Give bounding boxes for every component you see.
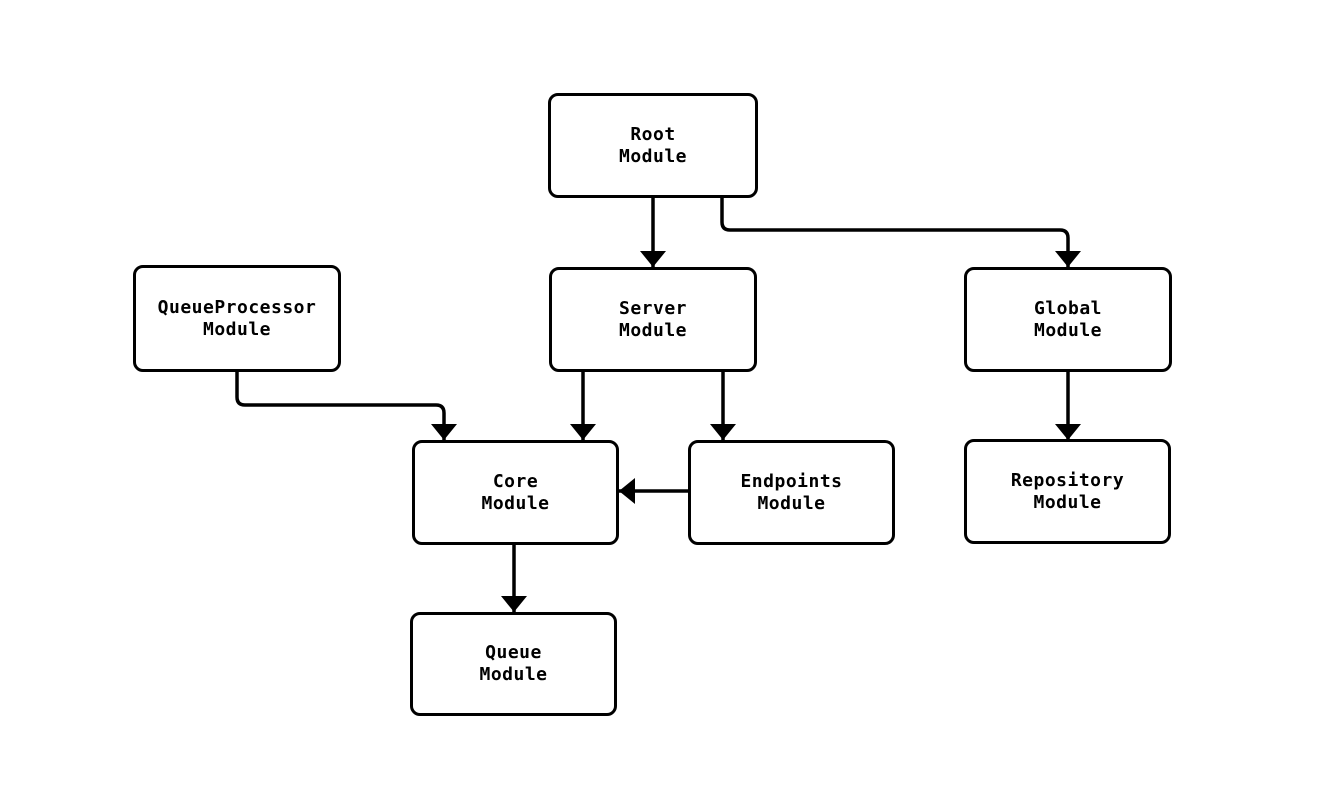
node-label: Server Module <box>618 297 688 341</box>
node-label: Queue Module <box>479 642 548 685</box>
node-endpoints-module: Endpoints Module <box>688 440 895 545</box>
edge-root-to-global <box>720 197 1081 267</box>
node-repository-module: Repository Module <box>964 439 1171 544</box>
node-global-module: Global Module <box>964 267 1172 372</box>
node-root-module: Root Module <box>548 93 758 198</box>
node-queueprocessor-module: QueueProcessor Module <box>133 265 341 372</box>
node-label: Core Module <box>481 470 550 514</box>
node-label: QueueProcessor Module <box>157 296 317 340</box>
node-queue-module: Queue Module <box>410 612 617 716</box>
edge-queueprocessor-to-core <box>235 372 457 440</box>
node-label: Repository Module <box>1010 469 1125 513</box>
node-server-module: Server Module <box>549 267 757 372</box>
node-label: Endpoints Module <box>740 470 843 514</box>
node-core-module: Core Module <box>412 440 619 545</box>
node-label: Global Module <box>1033 297 1103 341</box>
node-label: Root Module <box>618 123 688 167</box>
